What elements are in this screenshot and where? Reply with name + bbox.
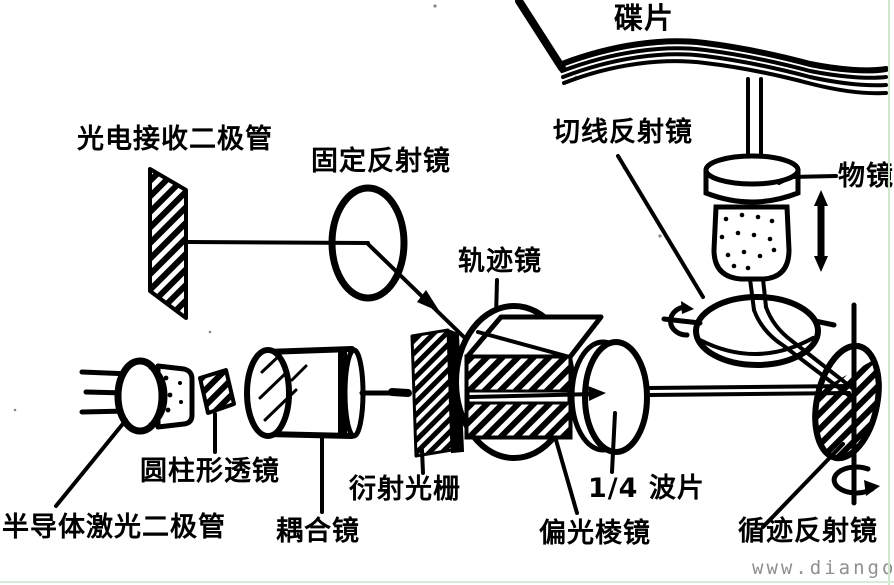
photodiode-drawing (148, 167, 370, 320)
tracking-mirror-drawing (761, 302, 889, 529)
track-mirror-label: 轨迹镜 (458, 246, 542, 277)
cylindrical-lens-drawing (198, 368, 236, 454)
laser-diode-drawing (54, 357, 195, 508)
cylindrical-lens-label: 圆柱形透镜 (140, 456, 280, 487)
laser-diode-label: 半导体激光二极管 (2, 512, 226, 543)
coupling-lens-label: 耦合镜 (276, 516, 360, 547)
disc-drawing (515, 0, 889, 96)
beam-disc-objective (746, 77, 763, 164)
coupling-lens-drawing (244, 346, 412, 514)
tangential-mirror-label: 切线反射镜 (553, 117, 693, 148)
grating-drawing (410, 328, 465, 475)
grating-label: 衍射光栅 (349, 474, 461, 505)
prism-drawing (453, 303, 604, 515)
objective-drawing (703, 153, 838, 282)
polarizing-prism-label: 偏光棱镜 (539, 518, 651, 549)
beam-prism-waveplate (468, 386, 606, 401)
tracking-mirror-label: 循迹反射镜 (738, 516, 878, 547)
scan-noise (13, 4, 662, 412)
fixed-mirror-drawing (328, 184, 470, 343)
disc-label: 碟片 (614, 1, 675, 35)
scan-edge-right (888, 0, 890, 585)
tangential-mirror-pointer (616, 154, 705, 299)
fixed-mirror-label: 固定反射镜 (311, 146, 451, 177)
waveplate-label: 1/4 波片 (588, 473, 705, 504)
beam-waveplate-tracking (647, 384, 851, 397)
waveplate-drawing (569, 339, 650, 474)
photodiode-label: 光电接收二极管 (77, 124, 273, 155)
scan-edge-bottom (0, 581, 894, 583)
objective-label: 物镜 (838, 161, 894, 192)
watermark: www.diangon.com (752, 557, 894, 579)
tangential-mirror-drawing (661, 277, 858, 399)
